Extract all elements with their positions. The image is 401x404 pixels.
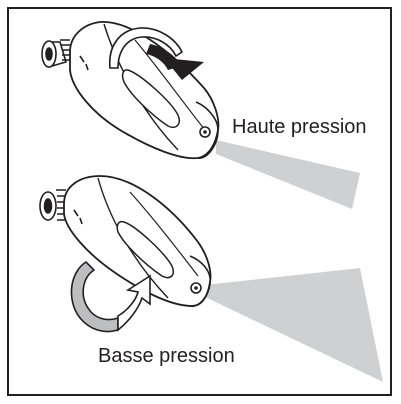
connector-bottom-icon: [39, 189, 67, 221]
rotate-arrow-icon: [117, 274, 151, 332]
spray-cone-low-icon: [205, 268, 383, 382]
label-low-pressure: Basse pression: [98, 345, 235, 367]
label-high-pressure: Haute pression: [232, 116, 367, 138]
nozzle-high-pressure: [41, 21, 360, 209]
connector-top-icon: [41, 39, 72, 68]
rotate-arrow-icon: [109, 27, 184, 69]
nozzle-low-pressure: [39, 175, 383, 382]
rotate-arrow-band: [70, 260, 119, 333]
spray-cone-high-icon: [216, 140, 360, 209]
